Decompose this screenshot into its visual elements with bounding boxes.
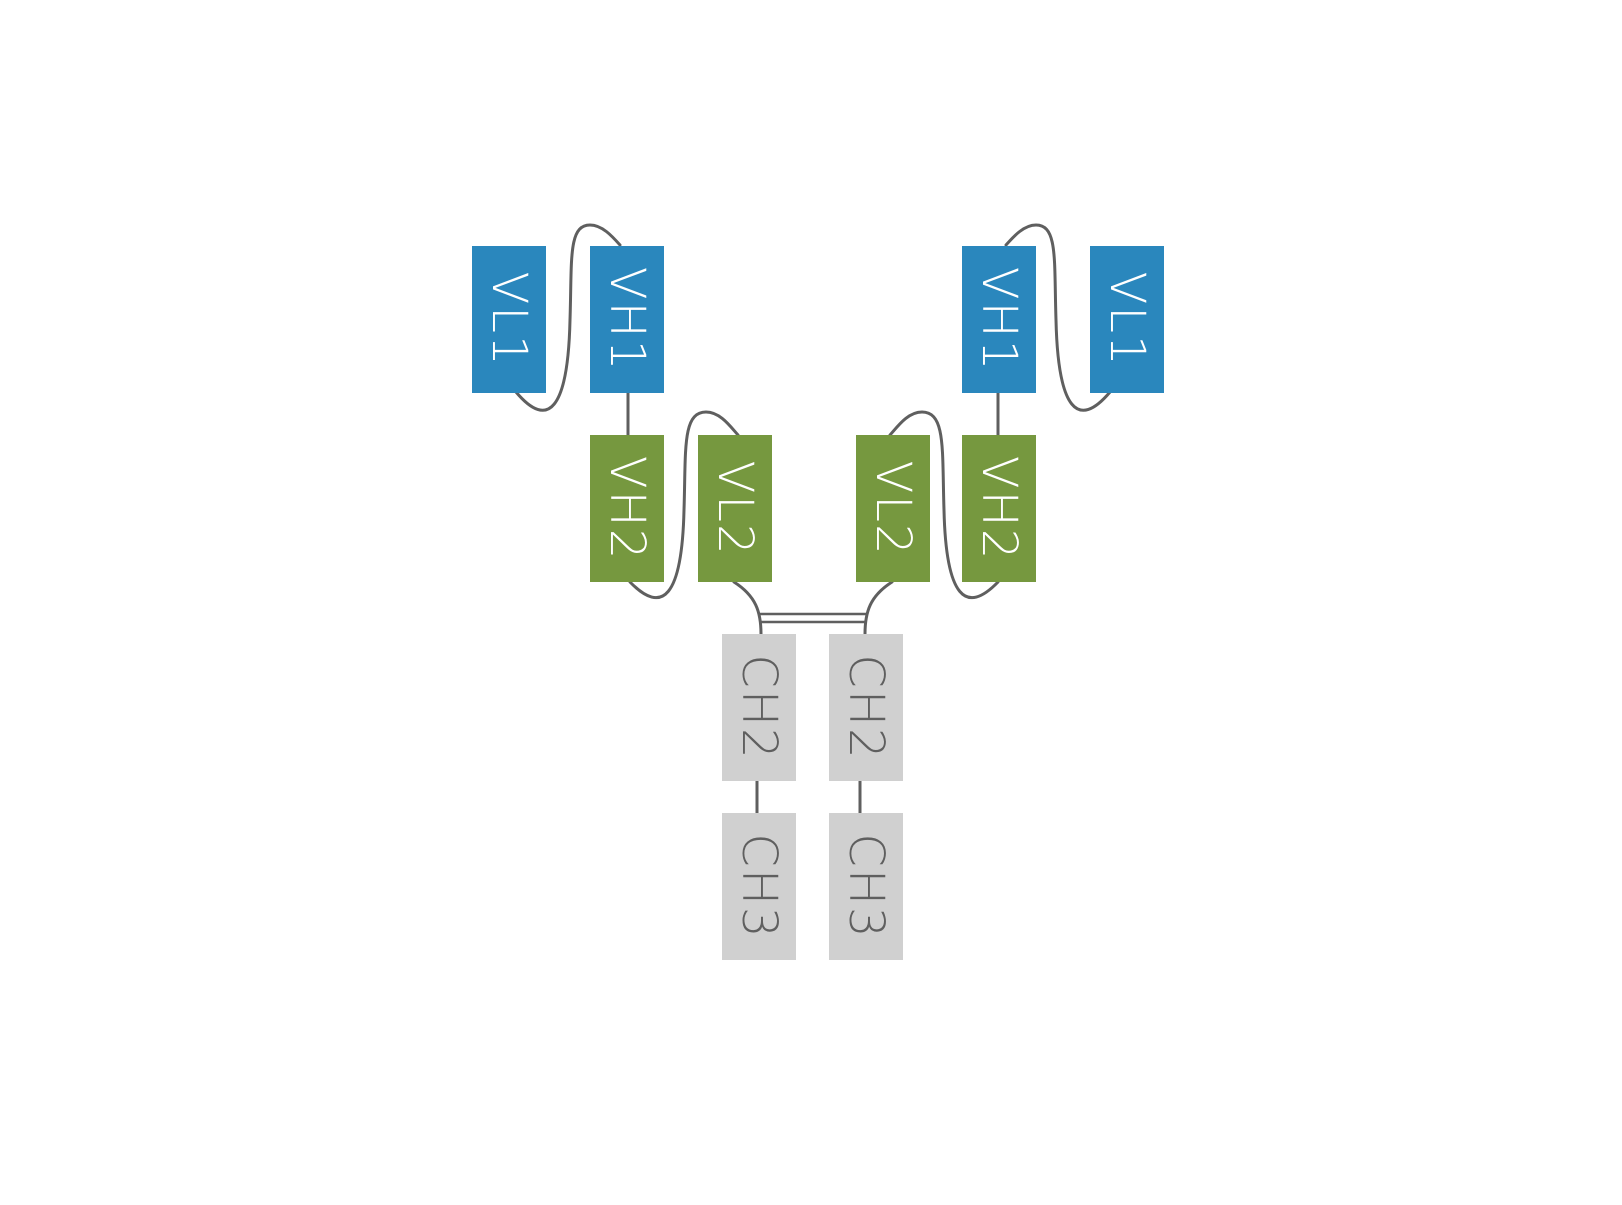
domain-box-vl2-left [698, 435, 772, 582]
domain-label-vl1-left: VL1 [481, 271, 537, 367]
hinge-left [732, 580, 763, 636]
linker-vl1-vh1-left [514, 223, 622, 412]
domain-box-vl1-right [1090, 246, 1164, 393]
linker-vh1-vl1-right [1004, 223, 1112, 412]
domain-label-ch3-left: CH3 [731, 833, 787, 939]
domain-label-vl1-right: VL1 [1099, 271, 1155, 367]
domain-label-vh2-right: VH2 [971, 456, 1027, 561]
domain-vl2-left: VL2 [698, 435, 772, 582]
domain-vh1-right: VH1 [962, 246, 1036, 393]
domain-vl2-right: VL2 [856, 435, 930, 582]
domain-label-ch2-left: CH2 [731, 654, 787, 760]
domain-vh2-left: VH2 [590, 435, 664, 582]
domain-box-ch3-right [829, 813, 903, 960]
domain-label-vl2-left: VL2 [707, 460, 763, 556]
hinge-right [863, 580, 894, 636]
domain-ch3-right: CH3 [829, 813, 903, 960]
domain-box-vh2-right [962, 435, 1036, 582]
linker-vh2-vl2-left [628, 410, 740, 600]
domain-vl1-right: VL1 [1090, 246, 1164, 393]
linker-vl2-vh2-right [888, 410, 1000, 600]
domain-box-ch3-left [722, 813, 796, 960]
domain-ch2-left: CH2 [722, 634, 796, 781]
domain-label-vl2-right: VL2 [865, 460, 921, 556]
domain-box-vh2-left [590, 435, 664, 582]
linker-lines [514, 223, 1112, 815]
domain-label-ch3-right: CH3 [838, 833, 894, 939]
domain-vl1-left: VL1 [472, 246, 546, 393]
domain-box-vl2-right [856, 435, 930, 582]
domain-box-vh1-right [962, 246, 1036, 393]
domain-box-ch2-left [722, 634, 796, 781]
domain-ch2-right: CH2 [829, 634, 903, 781]
domain-ch3-left: CH3 [722, 813, 796, 960]
domain-label-vh1-right: VH1 [971, 267, 1027, 372]
domain-box-ch2-right [829, 634, 903, 781]
domain-box-vl1-left [472, 246, 546, 393]
domain-label-vh2-left: VH2 [599, 456, 655, 561]
domain-label-vh1-left: VH1 [599, 267, 655, 372]
domain-label-ch2-right: CH2 [838, 654, 894, 760]
domain-vh1-left: VH1 [590, 246, 664, 393]
domain-vh2-right: VH2 [962, 435, 1036, 582]
domain-box-vh1-left [590, 246, 664, 393]
